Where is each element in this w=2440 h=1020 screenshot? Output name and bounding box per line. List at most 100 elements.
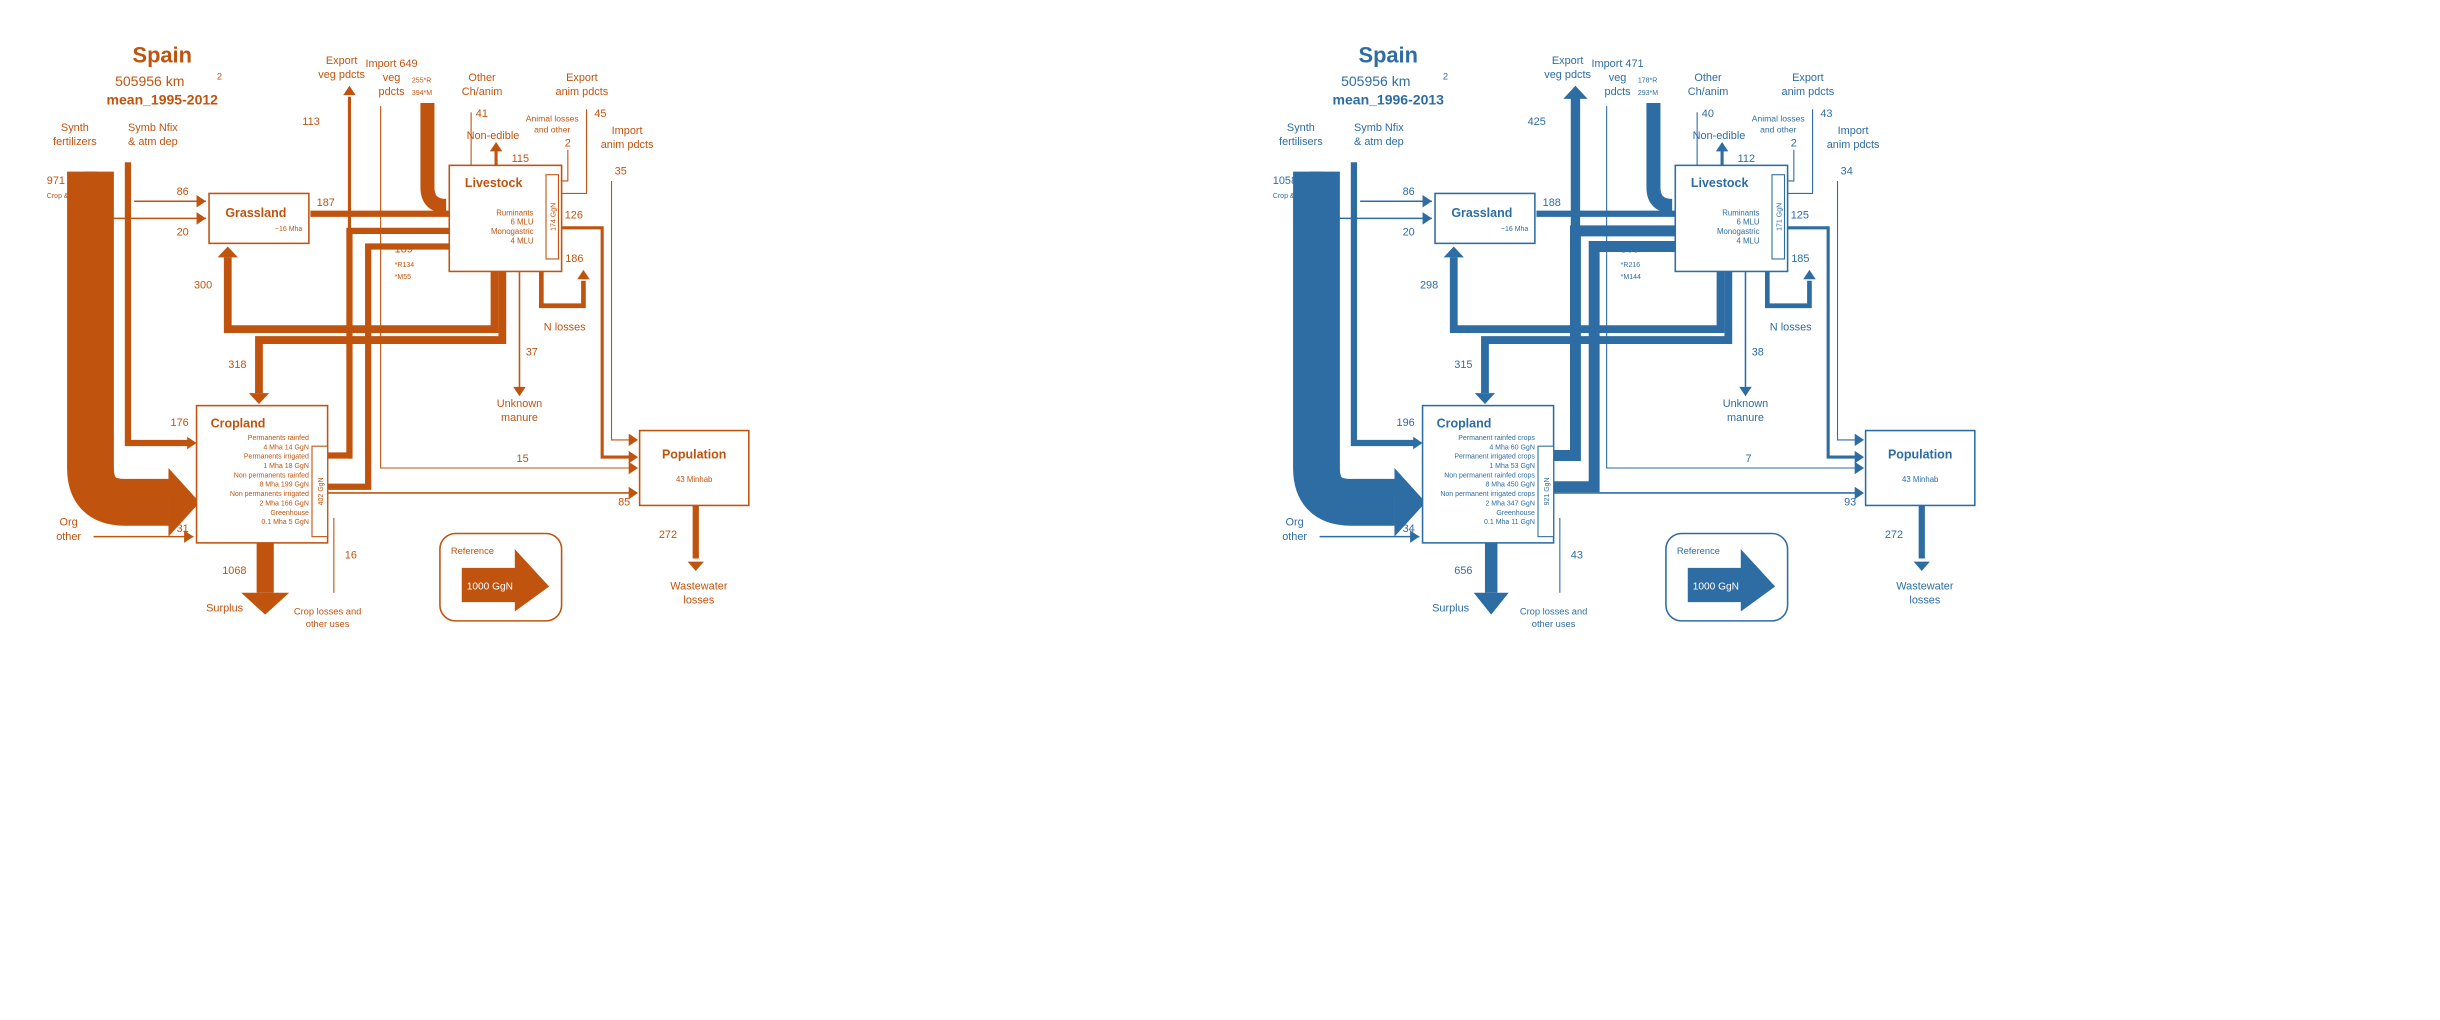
label-unknown-manure: manure [1727,412,1764,424]
label-synth: Synth [61,122,89,134]
label-wastewater: losses [1909,595,1940,607]
label-import-veg: Import 649 [365,58,417,70]
value-crop-to-liv-r: *R216 [1621,262,1641,269]
value-crop-to-liv-m: *M144 [1621,274,1641,281]
value-non-edible: 112 [1738,153,1755,165]
flow-wastewater-head [1913,561,1930,571]
label-org-other: other [1282,531,1307,543]
flow-synth-grass-head [196,212,206,225]
value-synth: 971 [47,175,65,187]
reference-arrow-icon [461,549,550,612]
label-export-veg: veg pdcts [1544,69,1591,81]
flow-manure-grassland [223,257,499,334]
population-title: Population [1888,448,1952,462]
livestock-detail: Monogastric [491,227,534,236]
line-animal-losses [561,149,569,182]
line-export-anim [1787,109,1814,194]
label-unknown-manure: Unknown [1723,398,1768,410]
livestock-detail: 6 MLU [1737,218,1760,227]
livestock-detail: Ruminants [496,208,533,217]
flow-import-veg-pop-head [628,461,639,475]
value-non-edible: 115 [512,153,529,165]
flow-export-veg-head [1563,85,1588,99]
flow-symb-crop-head [1413,436,1423,450]
cropland-detail: Non permanent irrigated crops [1440,491,1535,498]
flow-symb-crop-head [187,436,197,450]
area-value: 505956 km [115,73,184,89]
cropland-title: Cropland [1437,416,1492,430]
value-liv-to-pop: 125 [1791,209,1809,221]
cropland-detail: 2 Mha 347 GgN [1485,500,1534,507]
grassland-box [1434,192,1536,245]
cropland-stock: 402 GgN [318,477,325,505]
livestock-stock-box [1771,174,1786,260]
reference-label: Reference [1677,546,1720,556]
flow-livestock-pop-head [1854,450,1865,464]
label-import-veg-m: 394*M [412,90,432,97]
population-box [1864,429,1976,507]
cropland-title: Cropland [211,416,266,430]
label-export-anim: Export [566,72,598,84]
label-import-veg: pdcts [1605,86,1632,98]
label-other-ch: Ch/anim [462,86,503,98]
value-surplus: 1068 [222,565,246,577]
value-crop-losses: 43 [1571,549,1583,561]
label-org-other: Org [60,517,78,529]
livestock-detail: 4 MLU [1737,236,1760,245]
label-import-anim: Import [1838,125,1869,137]
value-other-ch: 40 [1702,108,1714,120]
label-import-veg-r: 178*R [1638,78,1657,85]
flow-manure-cropland-head [248,393,270,405]
flow-import-veg-livestock [1646,102,1673,213]
cropland-detail: 0.1 Mha 11 GgN [1484,519,1535,526]
cropland-detail: Greenhouse [270,510,309,517]
livestock-stock-box [545,174,560,260]
value-export-veg: 113 [302,116,319,128]
value-grass-to-liv: 187 [317,197,335,209]
label-import-veg: Import 471 [1591,58,1643,70]
flow-crop-pop-head [1854,486,1865,500]
flow-crop-livestock-2 [327,243,450,490]
value-manure-crop: 315 [1454,359,1472,371]
label-import-veg: veg [1609,72,1627,84]
flow-import-anim-head [1854,433,1865,447]
label-unknown-manure: Unknown [497,398,542,410]
label-crop-losses: other uses [306,619,350,629]
cropland-detail: Permanent rainfed crops [1458,435,1535,442]
value-n-losses: 185 [1791,253,1809,265]
label-synth: fertilizers [53,136,97,148]
value-wastewater: 272 [659,529,677,541]
label-wastewater: Wastewater [670,581,728,593]
label-crop-losses: other uses [1532,619,1576,629]
reference-label: Reference [451,546,494,556]
flow-manure-cropland [255,271,507,394]
value-grass-synth: 20 [177,227,189,239]
flow-n-losses-head [1803,269,1816,280]
population-size: 43 Minhab [1902,475,1939,484]
livestock-detail: 4 MLU [511,236,534,245]
livestock-detail: 6 MLU [511,218,534,227]
label-export-veg: Export [1552,55,1584,67]
label-synth: fertilisers [1279,136,1323,148]
flow-unknown-manure-head [513,386,526,397]
livestock-box [1674,164,1789,273]
value-manure-grass: 300 [194,280,212,292]
value-crop-to-liv-r: *R134 [395,262,415,269]
reference-value: 1000 GgN [467,582,513,593]
flow-org-other-head [1410,530,1420,543]
population-box [638,429,750,507]
label-non-edible: Non-edible [1693,130,1746,142]
value-unknown-manure: 38 [1752,347,1764,359]
value-import-anim: 34 [1841,166,1853,178]
label-org-other: Org [1286,517,1304,529]
flow-crop-pop-head [628,486,639,500]
cropland-detail: Permanents rainfed [248,435,309,442]
cropland-detail: 4 Mha 14 GgN [263,444,309,451]
label-other-ch: Other [468,72,496,84]
label-import-anim: anim pdcts [601,139,654,151]
label-animal-losses: Animal losses [1752,114,1805,124]
label-import-veg-m: 293*M [1638,90,1658,97]
flow-non-edible-head [489,141,503,152]
label-animal-losses: Animal losses [526,114,579,124]
label-wastewater: Wastewater [1896,581,1954,593]
